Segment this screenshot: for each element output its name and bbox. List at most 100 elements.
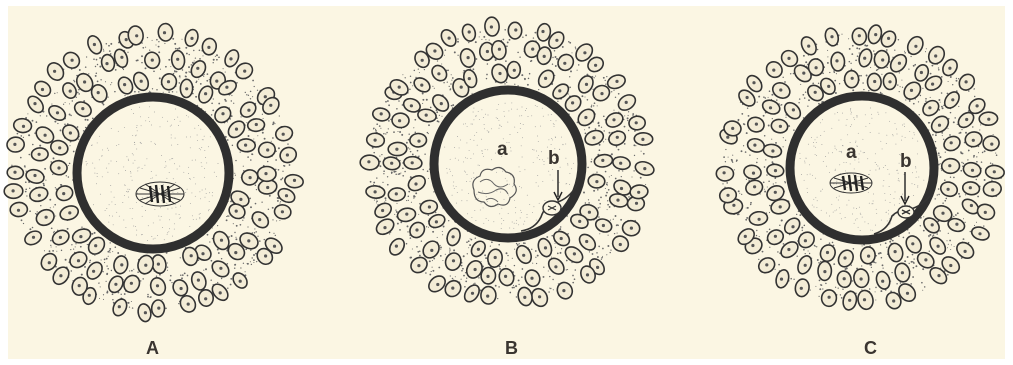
ooplasm-dot bbox=[816, 207, 817, 208]
cell-nucleus bbox=[625, 101, 628, 104]
ooplasm-dot bbox=[522, 157, 523, 158]
stipple-dot bbox=[596, 172, 597, 173]
stipple-dot bbox=[816, 246, 817, 247]
ooplasm-dot bbox=[548, 171, 549, 172]
stipple-dot bbox=[199, 58, 201, 60]
stipple-dot bbox=[904, 260, 906, 262]
stipple-dot bbox=[783, 146, 784, 147]
stipple-dot bbox=[549, 276, 550, 277]
stipple-dot bbox=[633, 144, 635, 146]
ooplasm-dot bbox=[145, 210, 146, 211]
ooplasm-dot bbox=[453, 185, 454, 186]
ooplasm-dot bbox=[507, 180, 508, 181]
ooplasm-dot bbox=[864, 221, 865, 222]
stipple-dot bbox=[941, 92, 943, 94]
cell-nucleus bbox=[619, 243, 622, 246]
stipple-dot bbox=[211, 103, 213, 105]
stipple-dot bbox=[221, 258, 222, 259]
stipple-dot bbox=[91, 233, 93, 235]
stipple-dot bbox=[272, 207, 274, 209]
cell-nucleus bbox=[414, 182, 417, 185]
stipple-dot bbox=[379, 165, 381, 167]
stipple-dot bbox=[71, 270, 72, 271]
stipple-dot bbox=[929, 234, 931, 236]
ooplasm-dot bbox=[188, 116, 189, 117]
stipple-dot bbox=[866, 45, 868, 47]
stipple-dot bbox=[226, 219, 228, 221]
ooplasm-dot bbox=[462, 190, 463, 191]
ooplasm-dot bbox=[194, 128, 195, 129]
cell-nucleus bbox=[190, 254, 193, 257]
stipple-dot bbox=[605, 80, 606, 81]
ooplasm-dot bbox=[175, 138, 176, 139]
ooplasm-dot bbox=[200, 129, 201, 130]
ooplasm-dot bbox=[188, 173, 189, 174]
ooplasm-dot bbox=[890, 223, 891, 224]
stipple-dot bbox=[399, 229, 401, 231]
stipple-dot bbox=[530, 61, 531, 62]
cell-nucleus bbox=[41, 88, 44, 91]
cell-nucleus bbox=[196, 67, 199, 70]
ooplasm-dot bbox=[474, 135, 475, 136]
stipple-dot bbox=[418, 68, 419, 69]
ooplasm-dot bbox=[154, 209, 155, 210]
ooplasm-dot bbox=[820, 135, 821, 136]
ooplasm-dot bbox=[917, 141, 918, 142]
stipple-dot bbox=[723, 156, 725, 158]
stipple-dot bbox=[468, 247, 469, 248]
cell-nucleus bbox=[910, 89, 913, 92]
cell-nucleus bbox=[45, 216, 48, 219]
stipple-dot bbox=[246, 94, 247, 95]
stipple-dot bbox=[978, 152, 979, 153]
cell-nucleus bbox=[395, 245, 398, 248]
stipple-dot bbox=[546, 236, 548, 238]
ooplasm-dot bbox=[106, 168, 107, 169]
stipple-dot bbox=[801, 227, 803, 229]
stipple-dot bbox=[410, 76, 411, 77]
ooplasm-dot bbox=[186, 115, 187, 116]
stipple-dot bbox=[465, 281, 467, 283]
ooplasm-dot bbox=[542, 108, 543, 109]
stipple-dot bbox=[271, 141, 272, 142]
stipple-dot bbox=[909, 100, 911, 102]
ooplasm-dot bbox=[172, 236, 173, 237]
cell-nucleus bbox=[804, 264, 807, 267]
stipple-dot bbox=[401, 134, 403, 136]
cell-nucleus bbox=[814, 91, 817, 94]
stipple-dot bbox=[862, 245, 863, 246]
ooplasm-dot bbox=[452, 195, 453, 196]
part-label-a: a bbox=[846, 142, 857, 163]
ooplasm-dot bbox=[162, 117, 163, 118]
stipple-dot bbox=[478, 277, 479, 278]
cell-nucleus bbox=[635, 202, 638, 205]
cell-nucleus bbox=[219, 291, 222, 294]
stipple-dot bbox=[481, 39, 482, 40]
stipple-dot bbox=[553, 289, 554, 290]
cell-nucleus bbox=[94, 244, 97, 247]
ooplasm-dot bbox=[500, 192, 501, 193]
ooplasm-dot bbox=[167, 234, 168, 235]
cell-nucleus bbox=[285, 194, 288, 197]
stipple-dot bbox=[256, 189, 257, 190]
ooplasm-dot bbox=[837, 112, 838, 113]
stipple-dot bbox=[954, 246, 955, 247]
ooplasm-dot bbox=[510, 147, 511, 148]
ooplasm-dot bbox=[86, 164, 87, 165]
stipple-dot bbox=[518, 284, 519, 285]
stipple-dot bbox=[819, 280, 821, 282]
ooplasm-dot bbox=[162, 227, 163, 228]
cell-nucleus bbox=[255, 123, 258, 126]
ooplasm-dot bbox=[497, 118, 498, 119]
stipple-dot bbox=[764, 135, 766, 137]
stipple-dot bbox=[216, 59, 218, 61]
stipple-dot bbox=[207, 73, 209, 75]
stipple-dot bbox=[805, 253, 806, 254]
ooplasm-dot bbox=[491, 128, 492, 129]
stipple-dot bbox=[227, 139, 229, 141]
ooplasm-dot bbox=[567, 163, 568, 164]
cell-nucleus bbox=[417, 264, 420, 267]
stipple-dot bbox=[926, 48, 927, 49]
ooplasm-dot bbox=[831, 128, 832, 129]
stipple-dot bbox=[566, 260, 568, 262]
stipple-dot bbox=[431, 271, 432, 272]
